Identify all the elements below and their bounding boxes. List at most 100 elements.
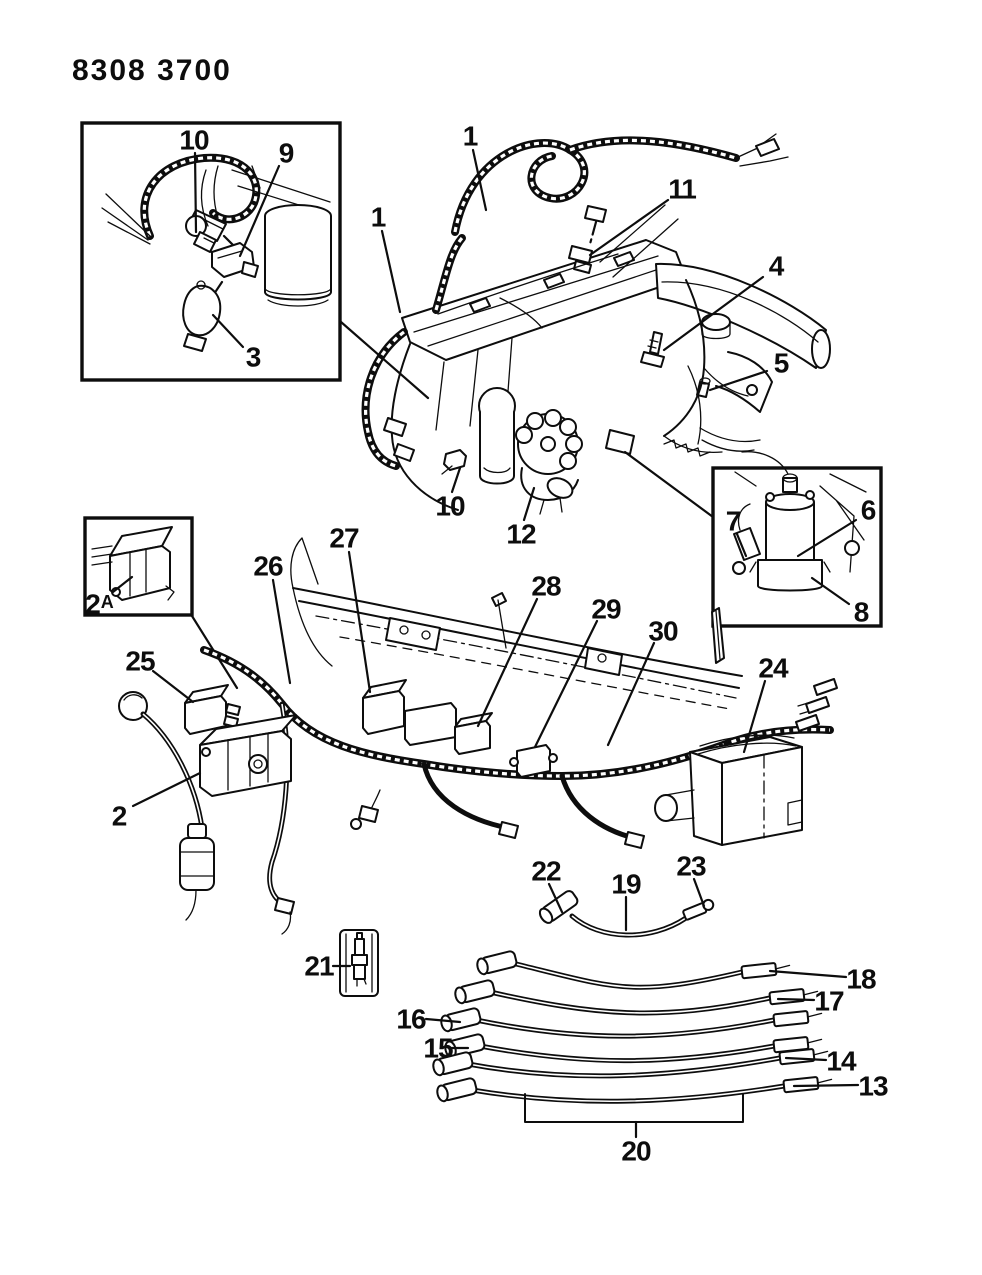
sender-hex <box>193 231 217 253</box>
connector-centerline <box>588 220 598 246</box>
module-ribs <box>129 545 171 597</box>
relay-box2 <box>404 702 457 746</box>
oil-filter <box>231 165 332 307</box>
callout-leader-6 <box>796 518 858 558</box>
bellhousing-lines <box>663 365 749 454</box>
callout-23: 23 <box>676 851 706 882</box>
relay27-front <box>362 690 405 735</box>
coil-bracket-lines <box>734 471 867 573</box>
grommet <box>118 691 148 721</box>
boot-cap <box>538 907 554 924</box>
sender-connector <box>584 205 607 223</box>
tail-connector-comb <box>795 678 838 732</box>
wiper-bracket <box>385 617 441 651</box>
valve-cover-ribs <box>413 255 669 347</box>
lower-connectors <box>383 417 415 462</box>
inset-ignition-coil-detail <box>711 451 883 628</box>
callout-2: 2 <box>112 801 127 832</box>
plug-wire-core-13 <box>471 1085 785 1103</box>
switch-seam <box>217 250 243 259</box>
coil-terminal-pos <box>805 490 815 500</box>
bolt-threads <box>647 339 659 349</box>
right-cover-rib <box>661 281 819 343</box>
mid-connector <box>358 805 379 823</box>
cover-bolt <box>640 331 665 368</box>
callout-12: 12 <box>506 519 536 550</box>
module2-port-inner <box>253 759 263 769</box>
cap-tower-4 <box>559 418 577 436</box>
callout-29: 29 <box>591 594 621 625</box>
wire-clips <box>469 251 635 313</box>
module2-bolt <box>201 747 211 757</box>
plug-wire-core-15 <box>479 1045 775 1062</box>
callout-leader-23 <box>692 877 706 908</box>
temp-sender-tip <box>441 465 453 475</box>
cap-tower-3 <box>544 409 562 427</box>
coil-can <box>765 502 815 567</box>
inset-sensors-detail <box>80 121 430 400</box>
engine-controller <box>654 734 803 846</box>
relay29-ear-1 <box>509 757 519 767</box>
coil-sleeve <box>757 559 823 592</box>
engine-boss-lines <box>231 165 331 207</box>
prop-rod-clip <box>491 592 507 607</box>
callout-leader-3 <box>211 313 245 349</box>
relay29-body <box>516 744 551 778</box>
plug-wire-boot-14 <box>432 1051 474 1077</box>
condenser <box>732 503 761 575</box>
breather-ring <box>483 467 511 474</box>
terminal-stub <box>775 964 791 970</box>
relay29-ear-2 <box>548 753 558 763</box>
callout-leader-14 <box>784 1056 828 1062</box>
plug-wire-core-14 <box>467 1057 781 1077</box>
valve-cover <box>401 239 687 361</box>
terminal-body <box>768 988 806 1006</box>
ignition-coil <box>741 451 831 592</box>
callout-20: 20 <box>621 1136 651 1167</box>
engine-assembly <box>366 133 831 519</box>
alternator-fins <box>663 439 711 457</box>
breather-body <box>479 412 515 485</box>
callout-1: 1 <box>371 202 386 233</box>
callout-26: 26 <box>253 551 283 582</box>
callout-leader-27 <box>347 550 372 694</box>
plug-wire-terminal-13 <box>782 1076 833 1094</box>
cap-tower-6 <box>559 452 577 470</box>
heater-hose-lines <box>599 204 679 278</box>
plug-wire-boot-17 <box>454 979 496 1005</box>
spark-plug-detail <box>339 929 379 997</box>
terminal-stub <box>817 1078 833 1084</box>
callout-6: 6 <box>861 495 876 526</box>
temperature-switch <box>211 242 259 278</box>
filter-base-rings <box>264 287 332 307</box>
cowl-dash-line <box>339 636 731 710</box>
callout-leader-22 <box>547 882 564 914</box>
bulkhead-connector <box>755 138 780 157</box>
callout-28: 28 <box>531 571 561 602</box>
cowl-panel-edges <box>292 587 743 689</box>
block-front-edge <box>390 343 459 511</box>
plug-wire-core-17 <box>489 991 771 1014</box>
cap-center-tower <box>540 436 556 452</box>
callout-leader-25 <box>151 669 195 704</box>
fender-edge <box>290 537 333 667</box>
ecu-right <box>721 746 803 846</box>
callout-1: 1 <box>463 121 478 152</box>
right-cover-end <box>811 329 831 369</box>
callout-3: 3 <box>246 342 261 373</box>
distributor <box>515 409 583 515</box>
wire-set-bracket <box>524 1093 744 1123</box>
callout-leader-16 <box>424 1017 462 1024</box>
plug-wire-core-16 <box>475 1019 775 1037</box>
terminal-stub <box>807 1012 823 1018</box>
module-connector-fins <box>91 545 113 566</box>
ecu-notch <box>787 799 803 826</box>
callout-11: 11 <box>668 174 696 205</box>
callout-leader-8 <box>810 576 851 606</box>
plug-wire-boot-16 <box>440 1007 482 1033</box>
cowl-centerline <box>315 615 737 699</box>
bracket-bolt-hole <box>844 540 860 556</box>
temp-sender-hex <box>443 449 467 471</box>
